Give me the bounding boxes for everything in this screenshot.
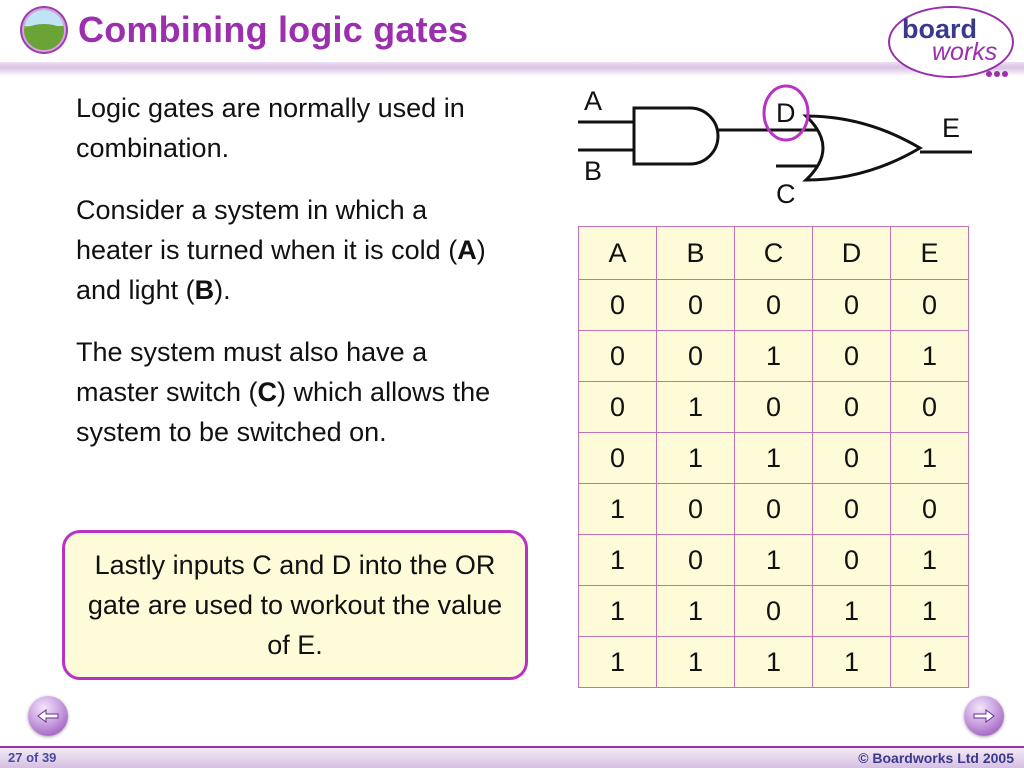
previous-slide-button[interactable] (28, 696, 68, 736)
input-a-label: A (457, 235, 477, 265)
paragraph-intro: Logic gates are normally used in combina… (76, 93, 465, 163)
table-cell: 0 (890, 279, 969, 331)
body-text: Logic gates are normally used in combina… (76, 88, 546, 474)
table-row: 0 1 0 0 0 (578, 381, 969, 433)
logo-word-board: board (902, 14, 978, 44)
truth-table-header: A (578, 226, 657, 280)
table-cell: 1 (812, 636, 891, 688)
table-cell: 0 (734, 279, 813, 331)
table-cell: 1 (890, 432, 969, 484)
table-cell: 1 (578, 534, 657, 586)
logo-dots-icon (986, 64, 1012, 77)
truth-table-header: C (734, 226, 813, 280)
truth-table-header: B (656, 226, 735, 280)
title-bar: Combining logic gates board works (0, 0, 1024, 78)
paragraph-system-text-2: ) and light ( (76, 235, 486, 305)
table-cell: 1 (734, 432, 813, 484)
table-cell: 0 (812, 279, 891, 331)
table-cell: 1 (656, 585, 735, 637)
next-slide-button[interactable] (964, 696, 1004, 736)
table-cell: 0 (578, 432, 657, 484)
note-text: Lastly inputs C and D into the OR gate a… (87, 550, 503, 660)
logo-word-works: works (932, 38, 998, 66)
table-cell: 0 (890, 381, 969, 433)
table-cell: 0 (656, 330, 735, 382)
table-row: 1 1 1 1 1 (578, 636, 969, 688)
circuit-label-a: A (584, 86, 602, 116)
paragraph-switch-text-1: The system must also have a master switc… (76, 337, 428, 407)
table-cell: 1 (890, 585, 969, 637)
table-cell: 0 (656, 279, 735, 331)
table-cell: 0 (890, 483, 969, 535)
paragraph-switch: The system must also have a master switc… (76, 332, 506, 452)
table-cell: 0 (812, 432, 891, 484)
table-cell: 0 (812, 483, 891, 535)
table-cell: 0 (734, 483, 813, 535)
or-gate (802, 114, 923, 182)
note-box: Lastly inputs C and D into the OR gate a… (62, 530, 528, 680)
table-cell: 0 (812, 330, 891, 382)
page-count: 27 of 39 (8, 750, 57, 765)
page-title: Combining logic gates (78, 9, 469, 50)
table-cell: 0 (812, 381, 891, 433)
paragraph-system: Consider a system in which a heater is t… (76, 190, 506, 310)
table-row: 1 1 0 1 1 (578, 585, 969, 637)
circuit-label-c: C (776, 179, 796, 209)
footer-bar (0, 748, 1024, 768)
table-cell: 0 (734, 585, 813, 637)
truth-table-header: E (890, 226, 969, 280)
arrow-right-icon (973, 709, 995, 723)
truth-table-header-row: A B C D E (578, 226, 969, 280)
paragraph-switch-text-2: ) which allows the system to be switched… (76, 377, 491, 447)
table-row: 0 0 1 0 1 (578, 330, 969, 382)
table-cell: 1 (578, 636, 657, 688)
table-cell: 0 (578, 330, 657, 382)
circuit-label-e: E (942, 113, 960, 143)
arrow-left-icon (37, 709, 59, 723)
and-gate (632, 106, 720, 166)
truth-table: A B C D E 0 0 0 0 0 0 0 1 0 1 0 1 0 0 0 (578, 226, 969, 688)
table-cell: 0 (734, 381, 813, 433)
table-cell: 1 (890, 534, 969, 586)
table-cell: 1 (578, 585, 657, 637)
footer-divider (0, 746, 1024, 749)
logic-circuit-diagram: A B C D E (578, 84, 972, 209)
table-cell: 1 (734, 330, 813, 382)
table-row: 0 1 1 0 1 (578, 432, 969, 484)
table-row: 1 0 0 0 0 (578, 483, 969, 535)
landscape-icon (24, 10, 64, 50)
table-cell: 1 (734, 534, 813, 586)
paragraph-system-text-3: ). (214, 275, 231, 305)
table-cell: 0 (656, 534, 735, 586)
table-cell: 0 (578, 279, 657, 331)
copyright: © Boardworks Ltd 2005 (858, 750, 1014, 766)
table-cell: 1 (890, 330, 969, 382)
table-cell: 0 (812, 534, 891, 586)
table-cell: 1 (890, 636, 969, 688)
input-c-label: C (257, 377, 278, 407)
table-cell: 1 (656, 636, 735, 688)
paragraph-system-text-1: Consider a system in which a heater is t… (76, 195, 458, 265)
input-b-label: B (194, 275, 215, 305)
title-divider (0, 62, 1024, 76)
circuit-label-d: D (776, 98, 796, 128)
table-cell: 1 (578, 483, 657, 535)
table-cell: 0 (578, 381, 657, 433)
table-cell: 1 (656, 432, 735, 484)
table-cell: 1 (734, 636, 813, 688)
table-cell: 1 (812, 585, 891, 637)
truth-table-header: D (812, 226, 891, 280)
circuit-label-b: B (584, 156, 602, 186)
table-row: 0 0 0 0 0 (578, 279, 969, 331)
table-cell: 1 (656, 381, 735, 433)
d-highlight-circle (762, 84, 810, 142)
boardworks-logo: board works (888, 6, 1014, 78)
table-cell: 0 (656, 483, 735, 535)
table-row: 1 0 1 0 1 (578, 534, 969, 586)
